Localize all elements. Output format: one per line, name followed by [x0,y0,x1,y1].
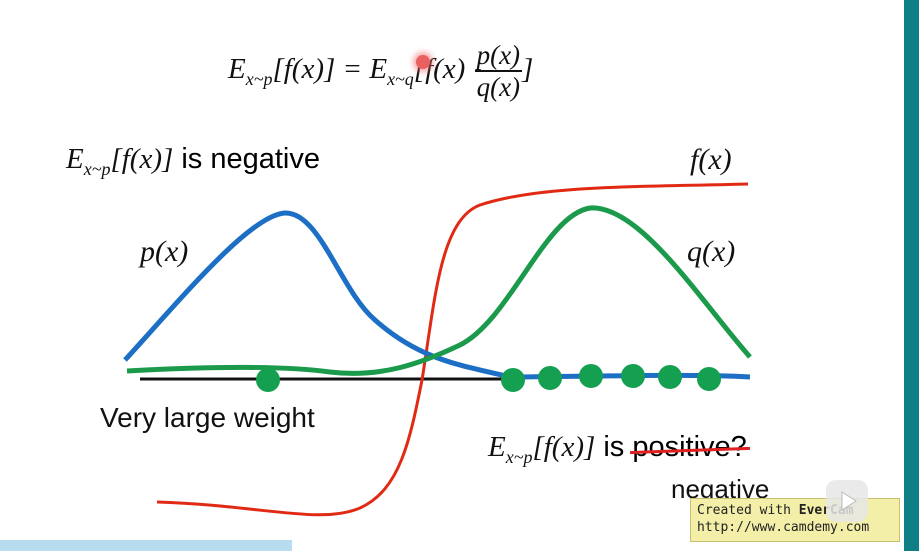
formula-close: ] [522,53,534,86]
p-curve [123,210,751,380]
q-curve-label: q(x) [687,235,736,268]
laser-pointer-dot [416,55,430,69]
neg-math-sub: x~p [83,158,111,179]
formula-lhs-sub: x~p [245,68,273,89]
sample-dot [697,367,721,391]
sample-dot [256,368,280,392]
p-curve-label: p(x) [140,235,189,268]
sample-dot [621,364,645,388]
q-curve [126,205,752,376]
pos-math-e: E [488,431,506,463]
importance-sampling-formula: Ex~p[f(x)] = Ex~q[f(x) p(x) q(x) ] [228,42,533,101]
f-curve [156,182,749,517]
sample-dot [658,365,682,389]
sample-dot [538,366,562,390]
formula-lhs-e: E [228,53,246,86]
window-edge-strip [904,0,919,551]
neg-math-e: E [66,143,84,175]
play-button[interactable] [826,480,868,522]
f-curve-label: f(x) [690,143,732,176]
watermark-prefix: Created with [697,503,799,518]
pos-text: is [595,431,633,463]
fraction-numerator: p(x) [474,40,523,72]
watermark-url: http://www.camdemy.com [697,520,870,535]
formula-lhs-body: [f(x)] = [272,53,363,86]
pos-math-body: [f(x)] [532,431,596,463]
bottom-progress-strip [0,540,292,551]
formula-rhs-sub: x~q [387,68,414,89]
very-large-weight-label: Very large weight [100,402,315,433]
expectation-negative-label: Ex~p[f(x)] is negative [66,143,320,180]
pos-math-sub: x~p [505,446,533,467]
sample-dot [579,364,603,388]
formula-fraction: p(x) q(x) [474,40,523,102]
sample-dot [501,368,525,392]
neg-text: is negative [173,143,320,175]
play-icon [841,491,857,511]
formula-rhs-e: E [369,53,388,86]
struck-positive-word: positive? [632,431,747,463]
expectation-positive-label: Ex~p[f(x)] is positive? [488,431,747,468]
fraction-denominator: q(x) [476,72,521,102]
neg-math-body: [f(x)] [110,143,174,175]
evercam-watermark: Created with EverCam http://www.camdemy.… [690,498,900,542]
